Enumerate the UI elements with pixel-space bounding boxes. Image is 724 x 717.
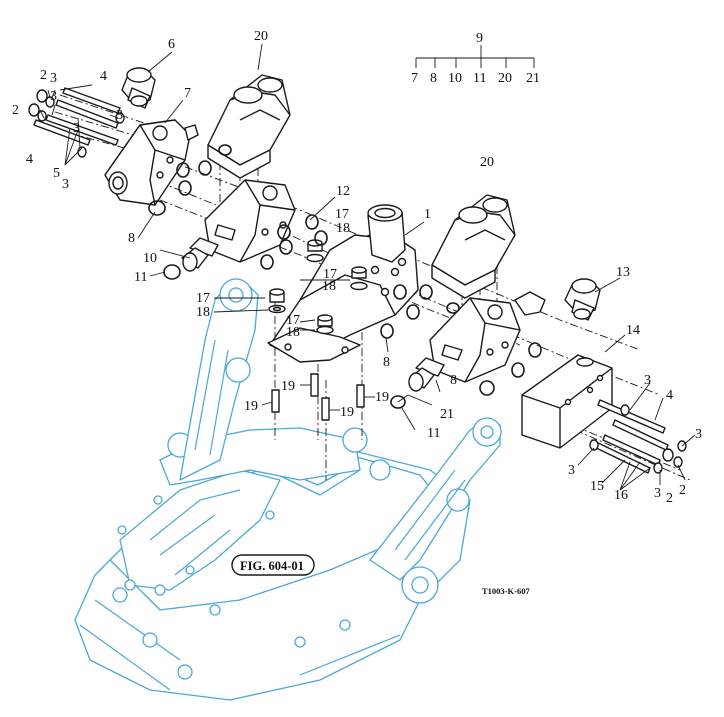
kit-child-5: 20 <box>498 71 512 86</box>
leader-lines <box>39 43 696 491</box>
top-cover-right <box>431 194 516 299</box>
figure-reference-text: FIG. 604-01 <box>240 559 304 573</box>
plugs-and-washers <box>268 239 368 335</box>
callout-2-b: 2 <box>12 103 19 118</box>
callout-12: 12 <box>336 184 350 199</box>
callout-21: 21 <box>440 407 454 422</box>
callout-4-mid: 4 <box>26 152 33 167</box>
callout-4-right: 4 <box>666 388 673 403</box>
callout-7: 7 <box>184 86 191 101</box>
kit-child-6: 21 <box>526 71 540 86</box>
callout-4-top: 4 <box>100 69 107 84</box>
callout-16: 16 <box>614 488 628 503</box>
left-valve-block <box>104 119 199 206</box>
callout-2-d: 2 <box>679 483 686 498</box>
callout-10: 10 <box>143 251 157 266</box>
callout-19-c: 19 <box>340 405 354 420</box>
callout-11-right: 11 <box>427 426 440 441</box>
callout-labels: 1 6 20 20 7 4 2 3 3 2 3 3 4 5 3 8 10 11 … <box>12 29 702 506</box>
elbow-fitting-left <box>121 67 156 109</box>
callout-19-d: 19 <box>375 390 389 405</box>
kit-bracket <box>415 45 535 68</box>
kit-child-3: 11 <box>473 71 486 86</box>
callout-2-c: 2 <box>666 491 673 506</box>
callout-8-right: 8 <box>450 373 457 388</box>
callout-18-d: 18 <box>286 325 300 340</box>
callout-3-i: 3 <box>654 486 661 501</box>
callout-3-e: 3 <box>62 177 69 192</box>
callout-18-a: 18 <box>336 221 350 236</box>
callout-3-b: 3 <box>50 89 57 104</box>
callout-6: 6 <box>168 37 175 52</box>
callout-19-b: 19 <box>281 379 295 394</box>
callout-18-c: 18 <box>196 305 210 320</box>
callout-2-a: 2 <box>40 68 47 83</box>
callout-17-c: 17 <box>196 291 210 306</box>
left-mid-valve <box>181 179 296 272</box>
callout-3-d: 3 <box>73 121 80 136</box>
callout-3-g: 3 <box>695 427 702 442</box>
figure-reference-tag: FIG. 604-01 <box>231 554 315 576</box>
callout-17-d: 17 <box>286 313 300 328</box>
callout-8-left: 8 <box>128 231 135 246</box>
o-rings <box>148 144 542 409</box>
callout-3-f: 3 <box>644 373 651 388</box>
central-top-cover <box>267 204 419 363</box>
callout-20-right: 20 <box>480 155 494 170</box>
callout-1: 1 <box>424 207 431 222</box>
drawing-code: T1003-K-607 <box>482 586 530 596</box>
kit-parent-label: 9 <box>476 31 483 46</box>
kit-child-0: 7 <box>411 71 418 86</box>
callout-13: 13 <box>616 265 630 280</box>
callout-19-a: 19 <box>244 399 258 414</box>
right-valve <box>408 291 546 392</box>
callout-8-mid: 8 <box>383 355 390 370</box>
kit-child-1: 8 <box>430 71 437 86</box>
callout-3-a: 3 <box>50 71 57 86</box>
callout-17-b: 17 <box>323 267 337 282</box>
callout-14: 14 <box>626 323 640 338</box>
kit-child-2: 10 <box>448 71 462 86</box>
callout-15: 15 <box>590 479 604 494</box>
callout-11-left: 11 <box>134 270 147 285</box>
callout-3-h: 3 <box>568 463 575 478</box>
top-cover-left <box>207 74 291 179</box>
callout-18-b: 18 <box>322 279 336 294</box>
elbow-fitting-right <box>564 278 601 321</box>
tie-rods <box>33 87 669 474</box>
callout-3-c: 3 <box>116 108 123 123</box>
end-plate-block <box>521 354 613 449</box>
callout-17-a: 17 <box>335 207 349 222</box>
callout-20-left: 20 <box>254 29 268 44</box>
callout-5: 5 <box>53 166 60 181</box>
